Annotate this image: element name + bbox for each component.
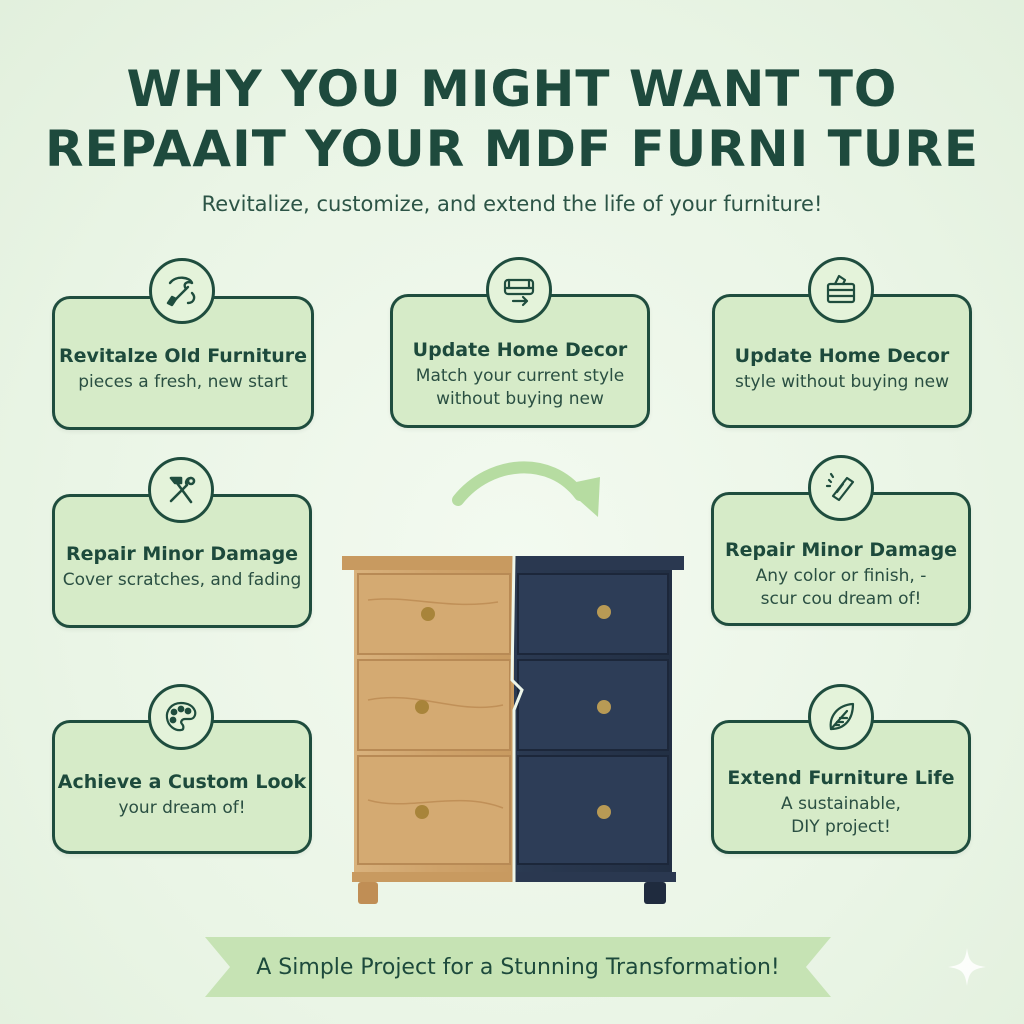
card-title: Revitalze Old Furniture: [58, 345, 308, 367]
card-text: style without buying new: [735, 372, 949, 392]
card-title: Repair Minor Damage: [724, 539, 958, 561]
page-title-line-2: REPAAIT YOUR MDF FURNI TURE: [45, 120, 979, 178]
benefit-card-custom-look: Achieve a Custom Look your dream of!: [52, 720, 312, 854]
leaf-icon: [808, 684, 874, 750]
banner-text: A Simple Project for a Stunning Transfor…: [256, 954, 780, 980]
bottom-banner: A Simple Project for a Stunning Transfor…: [205, 937, 831, 997]
card-text-line-2: scur cou dream of!: [760, 589, 922, 609]
card-title: Repair Minor Damage: [65, 543, 299, 565]
card-text: Cover scratches, and fading: [62, 570, 302, 590]
page-title-line-1: WHY YOU MIGHT WANT TO: [126, 60, 898, 118]
sanding-block-icon: [808, 455, 874, 521]
card-title: Extend Furniture Life: [727, 767, 955, 789]
card-text: pieces a fresh, new start: [78, 372, 288, 392]
card-text-line-1: Any color or finish, -: [755, 566, 927, 586]
card-title: Update Home Decor: [734, 345, 950, 367]
sofa-arrow-icon: [486, 257, 552, 323]
page-subtitle: Revitalize, customize, and extend the li…: [201, 192, 823, 216]
paint-swatches-icon: [808, 257, 874, 323]
palette-icon: [148, 684, 214, 750]
dresser-before-after-image: [342, 555, 684, 904]
hammer-wrench-icon: [148, 457, 214, 523]
card-text-line-1: A sustainable,: [781, 794, 901, 814]
card-title: Update Home Decor: [412, 339, 628, 361]
curved-arrow-icon: [452, 461, 600, 517]
card-title: Achieve a Custom Look: [57, 771, 307, 793]
card-text: your dream of!: [118, 798, 246, 818]
paintbrush-icon: [149, 258, 215, 324]
card-text-line-2: without buying new: [436, 389, 604, 409]
sparkle-icon: [948, 948, 986, 986]
card-text-line-1: Match your current style: [415, 366, 625, 386]
card-text-line-2: DIY project!: [791, 817, 891, 837]
